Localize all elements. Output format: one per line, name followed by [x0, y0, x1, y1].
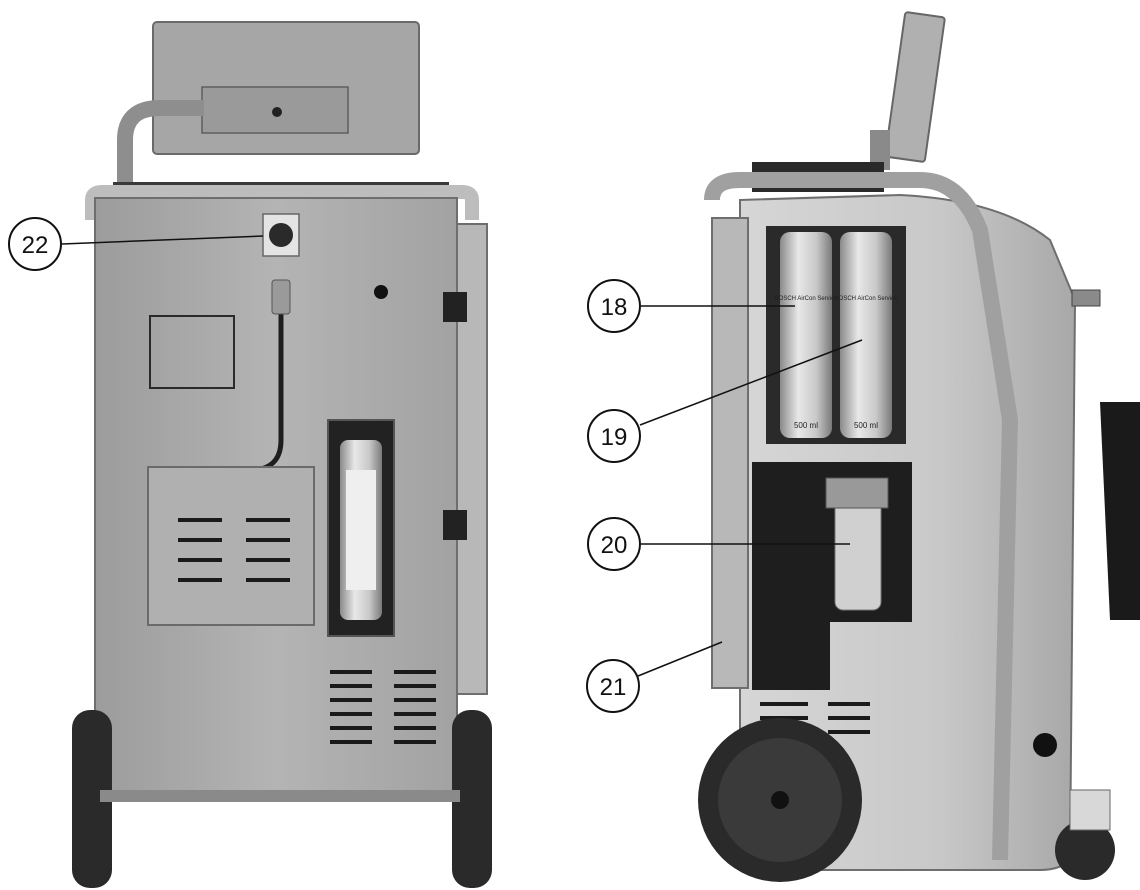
filter-label — [346, 470, 376, 590]
oil-can-left-brand: BOSCH AirCon Service — [775, 296, 838, 302]
callout-22-label: 22 — [22, 232, 49, 259]
rear-mount-square — [149, 315, 235, 389]
rear-view — [72, 21, 492, 888]
side-display-post — [870, 130, 890, 170]
callout-19: 19 — [587, 339, 863, 463]
callout-20: 20 — [587, 517, 850, 571]
callout-21: 21 — [586, 641, 723, 713]
rear-display-knob — [272, 107, 282, 117]
side-castor-bracket — [1069, 789, 1111, 831]
oil-bottle — [834, 499, 882, 611]
side-display — [884, 11, 946, 163]
rear-display-arm — [117, 100, 204, 185]
callout-18: 18 — [587, 279, 795, 333]
rear-hinge-top — [443, 292, 467, 322]
oil-can-left — [780, 232, 832, 438]
rear-axle — [100, 790, 460, 802]
rear-wheel-right — [452, 710, 492, 888]
rear-hinge-bottom — [443, 510, 467, 540]
oil-can-right-brand: BOSCH AirCon Service — [835, 296, 898, 302]
rear-lower-vents — [330, 670, 436, 744]
cable-plug — [271, 279, 291, 315]
side-handle — [704, 172, 1019, 861]
cable-holder-vents — [178, 518, 290, 582]
oil-can-right-volume: 500 ml — [854, 421, 878, 430]
side-valve — [1071, 289, 1101, 307]
callout-20-label: 20 — [601, 532, 628, 559]
side-view: BOSCH AirCon Service BOSCH AirCon Servic… — [698, 11, 1140, 882]
side-cart-frame — [711, 217, 749, 689]
callout-22: 22 — [8, 217, 264, 271]
power-switch-icon — [269, 223, 293, 247]
callout-18-label: 18 — [601, 294, 628, 321]
side-wheel-center — [771, 791, 789, 809]
rear-wheel-left — [72, 710, 112, 888]
rear-handle — [85, 185, 479, 220]
callout-21-label: 21 — [600, 674, 627, 701]
rear-port-hole — [374, 285, 388, 299]
cable-holder-box — [147, 466, 315, 626]
callout-19-label: 19 — [601, 424, 628, 451]
side-port-hole — [1033, 733, 1057, 757]
oil-can-right — [840, 232, 892, 438]
side-basket — [1100, 402, 1140, 620]
oil-bottle-cap — [825, 477, 889, 509]
side-castor-wheel — [1055, 820, 1115, 880]
oil-can-left-volume: 500 ml — [794, 421, 818, 430]
